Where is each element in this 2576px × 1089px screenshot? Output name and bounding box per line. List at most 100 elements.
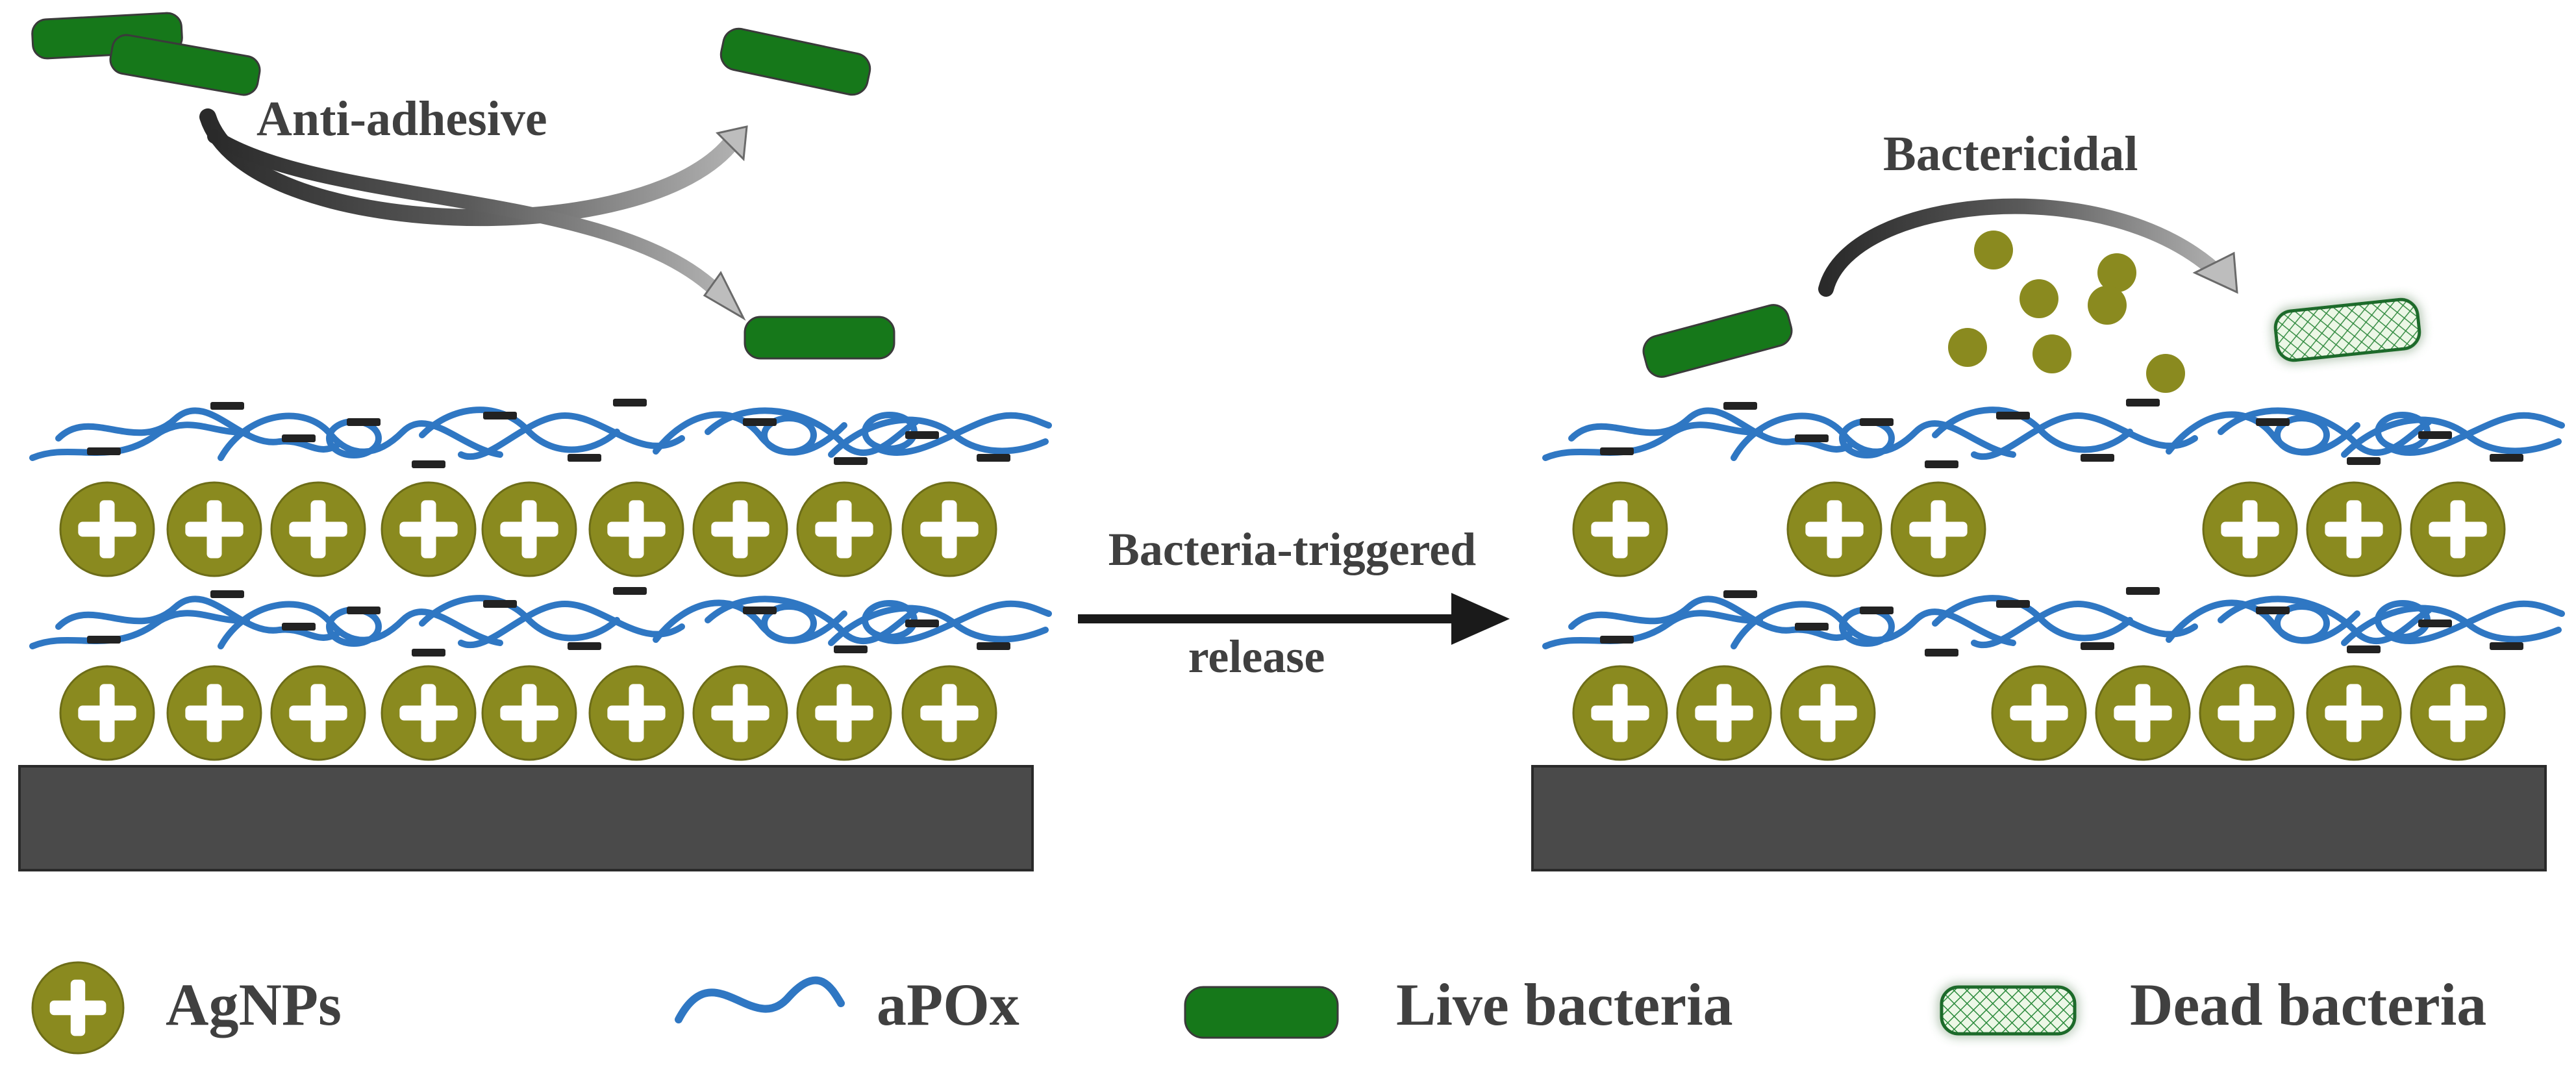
agnp-particle <box>692 481 788 577</box>
negative-charge <box>2256 418 2290 426</box>
negative-charge <box>2126 399 2160 407</box>
live-bacterium <box>719 27 871 96</box>
legend-dead-icon <box>1940 985 2077 1036</box>
apox-chain <box>29 421 250 461</box>
negative-charge <box>834 457 868 465</box>
negative-charge <box>1723 590 1757 598</box>
apox-loop <box>761 415 817 455</box>
released-agnp <box>1974 231 2013 269</box>
agnp-particle <box>481 665 577 761</box>
agnp-particle <box>2410 481 2506 577</box>
bactericidal-arrow <box>1818 198 2238 297</box>
agnp-particle <box>2306 481 2402 577</box>
negative-charge <box>412 460 445 468</box>
apox-loop <box>761 603 817 644</box>
negative-charge <box>1600 636 1634 644</box>
apox-chain <box>2386 412 2565 456</box>
apox-chain <box>55 407 341 453</box>
agnp-particle <box>381 481 477 577</box>
apox-chain <box>1971 412 2198 460</box>
apox-chain <box>2166 599 2360 644</box>
agnp-particle <box>166 665 262 761</box>
negative-charge <box>282 623 316 631</box>
agnp-particle <box>270 481 366 577</box>
agnp-particle <box>1991 665 2087 761</box>
negative-charge <box>483 600 517 608</box>
live-bacterium <box>109 34 261 96</box>
negative-charge <box>905 431 939 439</box>
legend-dead-label: Dead bacteria <box>2130 971 2486 1038</box>
right-agnp-row-bottom <box>1572 665 2506 761</box>
apox-loop <box>2274 603 2330 644</box>
negative-charge <box>1996 600 2030 608</box>
negative-charge <box>347 418 381 426</box>
agnp-particle <box>2095 665 2191 761</box>
apox-chain <box>1971 600 2198 649</box>
agnp-particle <box>796 665 892 761</box>
agnp-particle <box>481 481 577 577</box>
negative-charge <box>87 447 121 455</box>
apox-loop <box>2274 415 2330 455</box>
negative-charge <box>1860 607 1894 614</box>
left-apox-layer-top <box>29 399 1052 468</box>
negative-charge <box>2347 457 2381 465</box>
live-bacterium <box>1642 304 1793 378</box>
left-apox-layer-bottom <box>29 587 1052 657</box>
agnp-particle <box>796 481 892 577</box>
agnp-particle <box>2306 665 2402 761</box>
agnp-particle <box>692 665 788 761</box>
apox-chain <box>55 595 341 641</box>
released-agnp <box>2020 279 2058 318</box>
apox-chain <box>1568 407 1854 453</box>
legend-live-icon <box>1184 986 1339 1039</box>
bactericidal-label: Bactericidal <box>1883 127 2138 181</box>
negative-charge <box>483 412 517 419</box>
negative-charge <box>2347 645 2381 653</box>
agnp-particle <box>1890 481 1986 577</box>
legend-apox-label: aPOx <box>877 971 1019 1038</box>
negative-charge <box>1795 623 1829 631</box>
released-agnp <box>2097 253 2136 292</box>
live-bacterium <box>744 316 895 360</box>
apox-chain <box>873 412 1052 456</box>
legend-live-label: Live bacteria <box>1396 971 1733 1038</box>
negative-charge <box>210 590 244 598</box>
agnp-particle <box>1786 481 1882 577</box>
right-apox-layer-bottom <box>1542 587 2565 657</box>
negative-charge <box>1925 649 1958 657</box>
negative-charge <box>2490 454 2523 462</box>
release-arrow-head <box>1451 593 1510 645</box>
legend-apox-icon <box>675 976 845 1023</box>
negative-charge <box>1795 434 1829 442</box>
legend-agnp-icon <box>31 961 125 1055</box>
negative-charge <box>1996 412 2030 419</box>
agnp-particle <box>901 481 997 577</box>
apox-chain <box>2166 411 2360 456</box>
negative-charge <box>568 642 601 650</box>
agnp-particle <box>166 481 262 577</box>
negative-charge <box>2490 642 2523 650</box>
trigger-label-line1: Bacteria-triggered <box>1108 523 1476 575</box>
released-agnp <box>2032 334 2071 373</box>
negative-charge <box>1925 460 1958 468</box>
apox-chain <box>29 610 250 649</box>
negative-charge <box>743 418 777 426</box>
negative-charge <box>834 645 868 653</box>
negative-charge <box>2418 620 2452 627</box>
released-agnp <box>1948 328 1987 367</box>
agnp-particle <box>1572 481 1668 577</box>
negative-charge <box>977 642 1010 650</box>
negative-charge <box>2081 642 2114 650</box>
apox-chain <box>653 599 847 644</box>
agnp-particle <box>59 481 155 577</box>
trigger-label-line2: release <box>1188 631 1325 682</box>
apox-chain <box>458 412 685 460</box>
agnp-particle <box>31 961 125 1055</box>
negative-charge <box>1860 418 1894 426</box>
negative-charge <box>613 587 647 595</box>
agnp-particle <box>1572 665 1668 761</box>
released-agnp <box>2088 286 2127 325</box>
right-substrate <box>1531 765 2547 871</box>
